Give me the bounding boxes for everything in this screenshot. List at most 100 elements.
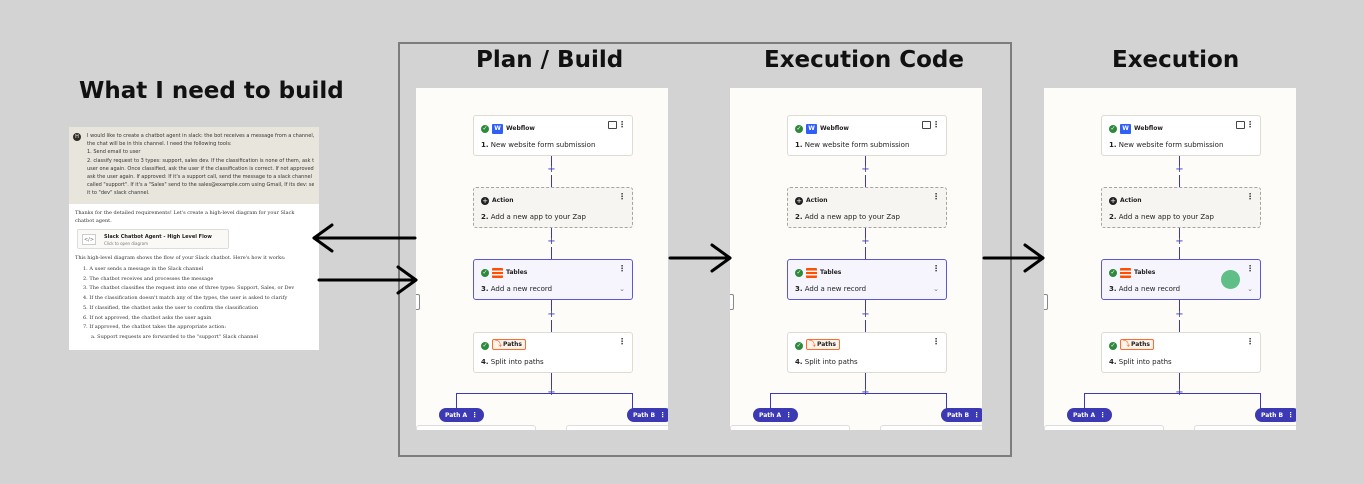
more-menu-icon[interactable]: ⋮ [1287,411,1295,419]
panel-resize-handle[interactable] [1044,294,1048,310]
path-a-pill[interactable]: Path A⋮ [753,408,799,422]
more-menu-icon[interactable]: ⋮ [932,337,940,346]
list-item: 6. If not approved, the chatbot asks the… [83,314,212,321]
step-number: 4. [481,358,489,366]
webflow-logo-icon: W [806,123,817,134]
add-step-plus-icon[interactable]: + [1175,164,1184,175]
paths-chip: ⤵ Paths [806,339,840,350]
step-card-paths[interactable]: ✓ ⤵ Paths ⋮ 4. Split into paths [1101,332,1261,373]
branch-line [456,393,457,410]
more-menu-icon[interactable]: ⋮ [932,264,940,273]
more-menu-icon[interactable]: ⋮ [1246,192,1254,201]
more-menu-icon[interactable]: ⋮ [618,192,626,201]
path-label: Path A [445,411,468,419]
user-line: ask the user again. If approved: If it's… [87,174,312,181]
step-title: 1. New website form submission [795,141,909,149]
app-label: W Webflow [1120,123,1163,134]
app-name: Webflow [506,125,535,132]
step-title: 3. Add a new record [1109,285,1180,293]
app-label: Tables [492,267,527,278]
step-card-webflow[interactable]: ✓ W Webflow ⋮ 1. New website form submis… [473,115,633,156]
user-line: the chat will be in this channel. I need… [87,141,232,148]
webflow-logo-icon: W [1120,123,1131,134]
cursor-indicator [1221,270,1240,289]
title-plan-build: Plan / Build [476,47,624,73]
step-card-action[interactable]: + Action ⋮ 2. Add a new app to your Zap [1101,187,1261,228]
step-card-paths[interactable]: ✓ ⤵ Paths ⋮ 4. Split into paths [787,332,947,373]
more-menu-icon[interactable]: ⋮ [1246,264,1254,273]
panel-resize-handle[interactable] [416,294,420,310]
add-step-plus-icon[interactable]: + [1175,236,1184,247]
plan-code-frame [398,42,1012,457]
check-icon: ✓ [481,342,489,350]
chevron-down-icon[interactable]: ⌄ [619,285,625,293]
bot-intro-line: chatbot agent. [75,218,112,224]
app-name: Webflow [820,125,849,132]
more-menu-icon[interactable]: ⋮ [932,120,940,129]
paths-chip: ⤵ Paths [1120,339,1154,350]
path-step-card[interactable] [730,425,850,430]
more-menu-icon[interactable]: ⋮ [973,411,981,419]
path-b-pill[interactable]: Path B⋮ [627,408,668,422]
title-execution-code: Execution Code [764,47,964,73]
step-card-webflow[interactable]: ✓ W Webflow ⋮ 1. New website form submis… [787,115,947,156]
tables-logo-icon [806,267,817,278]
step-card-action[interactable]: + Action ⋮ 2. Add a new app to your Zap [473,187,633,228]
step-card-tables[interactable]: ✓ Tables ⋮ 3. Add a new record ⌄ [473,259,633,300]
user-line: user one again. Once classified, ask the… [87,165,314,172]
chevron-down-icon[interactable]: ⌄ [933,285,939,293]
check-icon: ✓ [481,269,489,277]
app-name: Action [806,197,828,204]
path-a-pill[interactable]: Path A⋮ [1067,408,1113,422]
add-step-plus-icon[interactable]: + [1175,309,1184,320]
arrow-left-icon [312,223,417,253]
list-item: 1. A user sends a message in the Slack c… [83,266,204,272]
add-step-plus-icon[interactable]: + [547,309,556,320]
more-menu-icon[interactable]: ⋮ [1099,411,1107,419]
panel-resize-handle[interactable] [730,294,734,310]
path-step-card[interactable] [1194,425,1296,430]
more-menu-icon[interactable]: ⋮ [659,411,667,419]
comment-icon[interactable] [608,121,617,129]
branch-line [946,393,947,410]
artifact-card[interactable]: </> Slack Chatbot Agent - High Level Flo… [77,229,229,249]
more-menu-icon[interactable]: ⋮ [618,264,626,273]
branch-line [770,393,946,394]
path-label: Path A [759,411,782,419]
path-step-card[interactable] [416,425,536,430]
more-menu-icon[interactable]: ⋮ [785,411,793,419]
more-menu-icon[interactable]: ⋮ [1246,120,1254,129]
arrow-right-icon [668,243,732,273]
path-step-card[interactable] [566,425,668,430]
path-b-pill[interactable]: Path B⋮ [941,408,982,422]
step-number: 4. [795,358,803,366]
comment-icon[interactable] [1236,121,1245,129]
more-menu-icon[interactable]: ⋮ [932,192,940,201]
chevron-down-icon[interactable]: ⌄ [1247,285,1253,293]
more-menu-icon[interactable]: ⋮ [618,337,626,346]
more-menu-icon[interactable]: ⋮ [1246,337,1254,346]
branch-line [1260,393,1261,410]
add-step-plus-icon[interactable]: + [861,309,870,320]
add-step-plus-icon[interactable]: + [861,236,870,247]
step-card-tables[interactable]: ✓ Tables ⋮ 3. Add a new record ⌄ [787,259,947,300]
path-step-card[interactable] [880,425,982,430]
webflow-logo-icon: W [492,123,503,134]
path-step-card[interactable] [1044,425,1164,430]
more-menu-icon[interactable]: ⋮ [618,120,626,129]
path-a-pill[interactable]: Path A⋮ [439,408,485,422]
path-label: Path B [947,411,970,419]
path-label: Path B [633,411,656,419]
app-name: Tables [820,269,842,276]
app-name: Paths [1131,341,1150,348]
step-card-action[interactable]: + Action ⋮ 2. Add a new app to your Zap [787,187,947,228]
bot-description: This high-level diagram shows the flow o… [75,255,286,261]
more-menu-icon[interactable]: ⋮ [471,411,479,419]
add-step-plus-icon[interactable]: + [547,236,556,247]
comment-icon[interactable] [922,121,931,129]
step-card-webflow[interactable]: ✓ W Webflow ⋮ 1. New website form submis… [1101,115,1261,156]
step-card-paths[interactable]: ✓ ⤵ Paths ⋮ 4. Split into paths [473,332,633,373]
add-step-plus-icon[interactable]: + [861,164,870,175]
path-b-pill[interactable]: Path B⋮ [1255,408,1296,422]
add-step-plus-icon[interactable]: + [547,164,556,175]
